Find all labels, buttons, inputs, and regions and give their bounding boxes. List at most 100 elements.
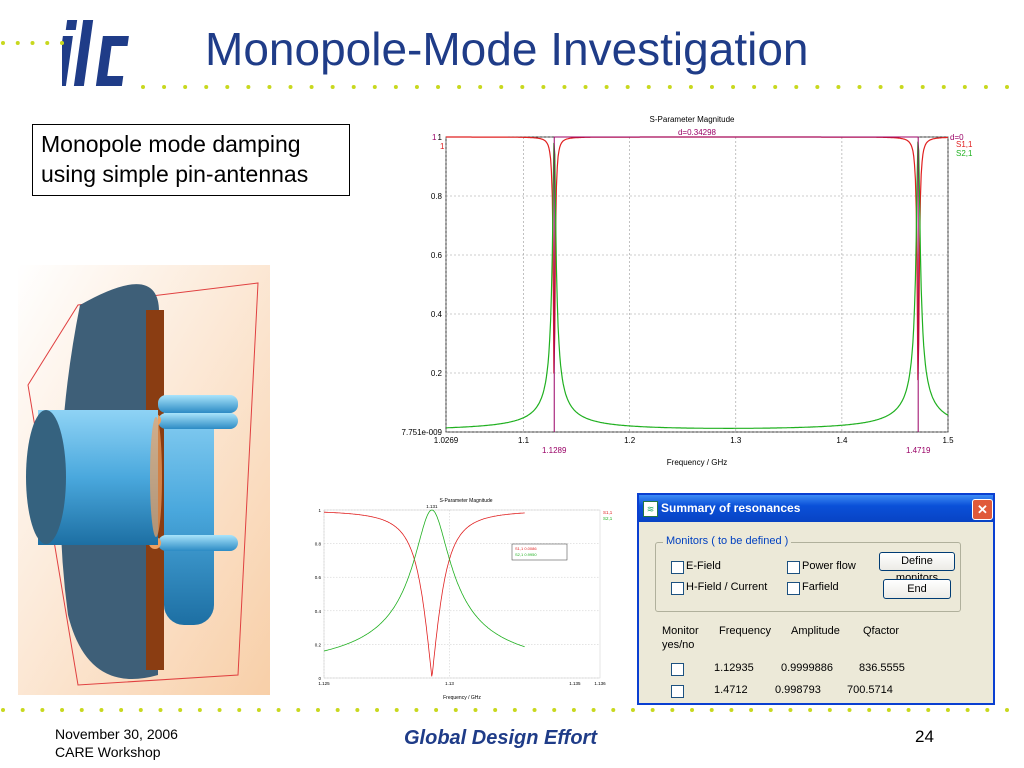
- y-tick-label: 1: [318, 508, 321, 513]
- series-s11-line: [324, 511, 525, 677]
- close-icon[interactable]: ✕: [972, 499, 993, 520]
- decorative-dot: [688, 85, 693, 89]
- e-field-checkbox[interactable]: [671, 561, 684, 574]
- decorative-dot: [650, 708, 655, 712]
- define-monitors-button[interactable]: Define monitors: [879, 552, 955, 584]
- decorative-dot: [611, 708, 616, 712]
- decorative-dot: [60, 708, 65, 712]
- monitors-groupbox: [655, 542, 961, 612]
- description-line-2: using simple pin-antennas: [41, 161, 309, 187]
- power-flow-label: Power flow: [802, 560, 856, 572]
- series-s21-line: [446, 141, 949, 429]
- decorative-dot: [473, 708, 478, 712]
- decorative-dot: [45, 41, 50, 45]
- decorative-dot: [351, 85, 356, 89]
- decorative-dot: [773, 85, 778, 89]
- decorative-dot: [965, 708, 970, 712]
- decorative-dot: [141, 85, 145, 89]
- x-tick-label: 1.125: [318, 681, 330, 686]
- x-tick-label: 1.13: [445, 681, 454, 686]
- decorative-dot: [394, 708, 399, 712]
- h-field-current-checkbox[interactable]: [671, 582, 684, 595]
- row-2-frequency: 1.4712: [714, 684, 748, 696]
- row-1-amplitude: 0.9999886: [781, 662, 833, 674]
- decorative-dot: [119, 708, 124, 712]
- decorative-dot: [246, 85, 251, 89]
- annotation-left-1b: 1: [440, 142, 445, 151]
- power-flow-checkbox[interactable]: [787, 561, 800, 574]
- decorative-dot: [962, 85, 967, 89]
- decorative-dot: [315, 708, 320, 712]
- decorative-dot: [731, 85, 736, 89]
- page-number: 24: [915, 727, 934, 746]
- decorative-dot: [886, 708, 891, 712]
- decorative-dot: [878, 85, 883, 89]
- ilc-logo: [62, 20, 129, 86]
- annotation-d0: d=0: [950, 133, 964, 142]
- y-tick-label: 0.6: [315, 575, 322, 580]
- y-tick-label: 0.4: [431, 310, 443, 319]
- decorative-dot: [827, 708, 832, 712]
- cavity-3d-render: [18, 265, 270, 695]
- decorative-dot: [355, 708, 360, 712]
- row-2-monitor-checkbox[interactable]: [671, 685, 684, 698]
- s-parameter-chart-zoom: S-Parameter Magnitude 00.20.40.60.811.12…: [310, 492, 622, 704]
- decorative-dot: [815, 85, 820, 89]
- decorative-dot: [552, 708, 557, 712]
- decorative-dot: [493, 708, 498, 712]
- y-tick-label: 7.751e-009: [402, 428, 443, 437]
- end-button[interactable]: End: [883, 579, 951, 599]
- decorative-dot: [512, 708, 517, 712]
- decorative-dots-footer-line: [1, 708, 1009, 712]
- decorative-dot: [857, 85, 862, 89]
- chart-main-xlabel: Frequency / GHz: [667, 458, 727, 467]
- decorative-dot: [729, 708, 734, 712]
- decorative-dot: [60, 41, 64, 45]
- decorative-dot: [1005, 708, 1009, 712]
- chart-main-title: S-Parameter Magnitude: [650, 115, 735, 124]
- tooltip-entry: S1,1 0.0086: [515, 546, 537, 551]
- dialog-title: Summary of resonances: [661, 501, 801, 515]
- decorative-dot: [288, 85, 293, 89]
- decorative-dot: [457, 85, 462, 89]
- decorative-dot: [847, 708, 852, 712]
- decorative-dots-title-line: [141, 85, 1009, 89]
- decorative-dot: [237, 708, 242, 712]
- legend-entry: S2,1: [956, 149, 973, 158]
- decorative-dot: [899, 85, 904, 89]
- x-tick-label: 1.0269: [434, 436, 459, 445]
- decorative-dot: [941, 85, 946, 89]
- footer-event: CARE Workshop: [55, 744, 161, 760]
- description-line-1: Monopole mode damping: [41, 131, 301, 157]
- description-textbox: Monopole mode damping using simple pin-a…: [32, 124, 350, 196]
- decorative-dot: [138, 708, 143, 712]
- decorative-dot: [1005, 85, 1009, 89]
- legend-entry: S2,1: [603, 516, 613, 521]
- row-2-amplitude: 0.998793: [775, 684, 821, 696]
- farfield-checkbox[interactable]: [787, 582, 800, 595]
- dialog-titlebar[interactable]: ≋ Summary of resonances ✕: [639, 495, 993, 522]
- decorative-dot: [794, 85, 799, 89]
- x-tick-label: 1.135: [569, 681, 581, 686]
- farfield-label: Farfield: [802, 581, 839, 593]
- y-tick-label: 0.2: [315, 642, 322, 647]
- decorative-dot: [296, 708, 301, 712]
- decorative-dot: [983, 85, 988, 89]
- decorative-dot: [630, 708, 635, 712]
- x-tick-label: 1.2: [624, 436, 636, 445]
- summary-of-resonances-dialog: ≋ Summary of resonances ✕ Monitors ( to …: [637, 493, 995, 705]
- decorative-dot: [808, 708, 813, 712]
- decorative-dot: [945, 708, 950, 712]
- decorative-dot: [15, 41, 20, 45]
- col-header-qfactor: Qfactor: [863, 625, 900, 637]
- row-1-monitor-checkbox[interactable]: [671, 663, 684, 676]
- annotation-distance: d=0.34298: [678, 128, 717, 137]
- decorative-dot: [453, 708, 458, 712]
- decorative-dot: [604, 85, 609, 89]
- decorative-dot: [414, 85, 419, 89]
- col-header-monitor: Monitor: [662, 625, 699, 637]
- chart-small-xlabel: Frequency / GHz: [443, 695, 481, 701]
- decorative-dot: [709, 85, 714, 89]
- row-2-qfactor: 700.5714: [847, 684, 893, 696]
